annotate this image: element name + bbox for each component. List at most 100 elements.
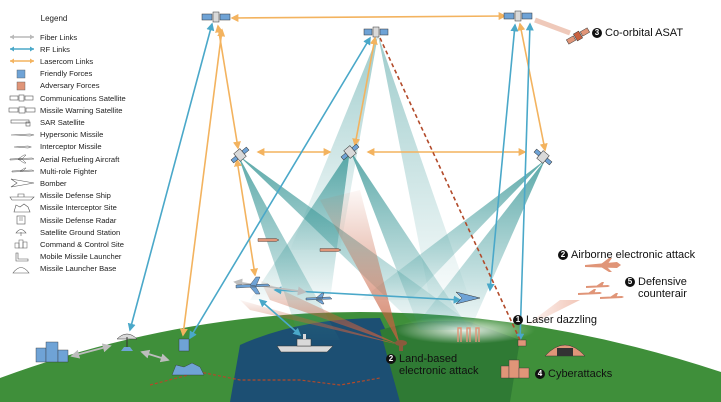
communications-satellite-1[interactable] [201, 11, 231, 23]
refueling-aircraft-icon [8, 154, 36, 164]
legend-item: SAR Satellite [8, 117, 85, 127]
co-orbital-asat[interactable] [566, 27, 591, 46]
legend-item-label: Bomber [40, 178, 67, 188]
callout-laser-dazzling: 1 Laser dazzling [513, 314, 597, 326]
adversary-fighters[interactable] [578, 282, 624, 299]
legend-item-label: Communications Satellite [40, 93, 126, 103]
callout-co-orbital-asat: 3 Co-orbital ASAT [592, 27, 683, 39]
legend-item-label: Mobile Missile Launcher [40, 252, 122, 262]
legend-item-label: Multi-role Fighter [40, 166, 97, 176]
callout-text-line2: counterair [638, 288, 687, 300]
missile-warning-satellite-1[interactable] [229, 145, 251, 166]
interceptor-missile-icon [8, 142, 36, 152]
legend-item-label: Friendly Forces [40, 69, 93, 79]
legend-item-label: Missile Interceptor Site [40, 203, 117, 213]
legend-item: Communications Satellite [8, 93, 126, 103]
ground-station-icon [8, 227, 36, 237]
callout-text: Co-orbital ASAT [605, 27, 684, 39]
bomber[interactable] [455, 291, 481, 305]
ship-icon [8, 191, 36, 201]
callout-text: Airborne electronic attack [571, 249, 696, 261]
satellite-ground-station[interactable] [116, 333, 138, 351]
communications-satellite-2[interactable] [503, 10, 533, 22]
missile-warning-satellite-2[interactable] [339, 142, 361, 163]
missile-warning-satellite-3[interactable] [532, 147, 554, 168]
rf-link-icon [8, 44, 36, 54]
adversary-swatch-icon [8, 81, 36, 91]
airborne-attack-aircraft[interactable] [585, 258, 621, 272]
callout-text: Defensive [638, 276, 687, 288]
callout-text: Cyberattacks [548, 368, 613, 380]
legend-item-label: Missile Warning Satellite [40, 105, 123, 115]
fighter-icon [8, 166, 36, 176]
lasercom-link-icon [8, 56, 36, 66]
mobile-launcher-icon [8, 252, 36, 262]
legend-item: Aerial Refueling Aircraft [8, 154, 119, 164]
legend-item-label: Missile Defense Ship [40, 191, 111, 201]
missile-warning-satellite-icon [8, 105, 36, 115]
friendly-swatch-icon [8, 69, 36, 79]
legend-item: Bomber [8, 178, 67, 188]
land-based-jammer[interactable] [395, 340, 407, 351]
callout-number: 1 [513, 315, 523, 325]
callout-number: 4 [535, 369, 545, 379]
legend-item-label: SAR Satellite [40, 117, 85, 127]
legend-item: Multi-role Fighter [8, 166, 97, 176]
radar-icon [8, 215, 36, 225]
fiber-links [70, 278, 307, 363]
legend-item: Mobile Missile Launcher [8, 252, 121, 262]
command-control-site[interactable] [35, 341, 69, 363]
earth [0, 312, 721, 402]
callout-land-based-electronic-attack: 2 Land-based electronic attack [386, 353, 478, 377]
legend-title: Legend [40, 14, 68, 23]
callout-text-line2: electronic attack [399, 365, 479, 377]
bomber-icon [8, 178, 36, 188]
legend-item: Missile Launcher Base [8, 264, 116, 274]
legend-item: Missile Defense Ship [8, 191, 111, 201]
communications-satellite-3[interactable] [363, 26, 389, 38]
command-control-icon [8, 239, 36, 249]
missile-defense-radar[interactable] [178, 338, 190, 352]
legend-item-label: Interceptor Missile [40, 142, 102, 152]
legend-item-label: Hypersonic Missile [40, 130, 104, 140]
legend-item-label: Aerial Refueling Aircraft [40, 154, 120, 164]
laser-emitter[interactable] [517, 339, 527, 347]
callout-airborne-electronic-attack: 2 Airborne electronic attack [558, 249, 695, 261]
legend-item: Adversary Forces [8, 81, 100, 91]
legend-item: Missile Warning Satellite [8, 105, 122, 115]
hypersonic-missile[interactable] [319, 248, 342, 252]
callout-number: 2 [386, 354, 396, 364]
legend-item: Command & Control Site [8, 239, 124, 249]
interceptor-site-icon [8, 203, 36, 213]
missile-launcher-base[interactable] [544, 344, 586, 357]
legend-item-label: Missile Launcher Base [40, 264, 117, 274]
interceptor-missile[interactable] [257, 238, 280, 242]
refueling-aircraft[interactable] [235, 276, 271, 295]
legend-item-label: Missile Defense Radar [40, 215, 117, 225]
multi-role-fighter[interactable] [305, 292, 333, 305]
mobile-missile-launchers[interactable] [457, 327, 480, 342]
hypersonic-missile-icon [8, 130, 36, 140]
missile-interceptor-site[interactable] [171, 362, 205, 376]
legend-item-label: Fiber Links [40, 32, 78, 42]
legend-item-label: RF Links [40, 44, 70, 54]
callout-text: Land-based [399, 353, 458, 365]
callout-cyberattacks: 4 Cyberattacks [535, 368, 612, 380]
legend-item: Satellite Ground Station [8, 227, 120, 237]
legend-item: Missile Interceptor Site [8, 203, 117, 213]
asat-attack-line [534, 17, 571, 36]
callout-number: 2 [558, 250, 568, 260]
adversary-command-site[interactable] [500, 359, 530, 379]
launcher-base-icon [8, 264, 36, 274]
legend-item: Interceptor Missile [8, 142, 102, 152]
adversary-border [149, 371, 381, 386]
legend-item: Fiber Links [8, 32, 77, 42]
legend-item-label: Satellite Ground Station [40, 227, 121, 237]
legend-item: Hypersonic Missile [8, 130, 103, 140]
missile-defense-ship[interactable] [276, 334, 334, 353]
legend-item: Lasercom Links [8, 56, 93, 66]
callout-number: 5 [625, 277, 635, 287]
callout-defensive-counterair: 5 Defensive counterair [625, 276, 687, 300]
fiber-link-icon [8, 32, 36, 42]
